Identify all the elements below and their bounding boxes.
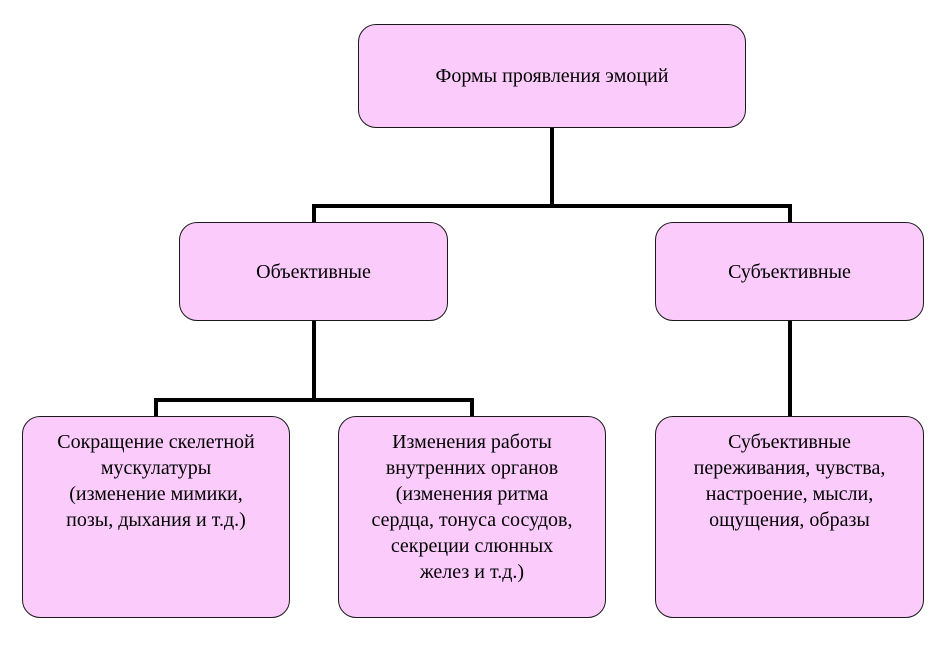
node-internal-organs-label: Изменения работы внутренних органов (изм… [371, 431, 573, 583]
node-subjective: Субъективные [655, 222, 924, 321]
node-emotion-forms-label: Формы проявления эмоций [435, 65, 669, 87]
node-objective: Объективные [179, 222, 448, 321]
node-objective-label: Объективные [256, 260, 371, 283]
node-subjective-label: Субъективные [728, 260, 851, 283]
node-muscle-contraction: Сокращение скелетной мускулатуры (измене… [22, 416, 290, 618]
node-muscle-contraction-label: Сокращение скелетной мускулатуры (измене… [57, 431, 255, 531]
node-subjective-experiences: Субъективные переживания, чувства, настр… [655, 416, 924, 618]
node-emotion-forms: Формы проявления эмоций [358, 24, 746, 128]
node-internal-organs: Изменения работы внутренних органов (изм… [338, 416, 606, 618]
node-subjective-experiences-label: Субъективные переживания, чувства, настр… [693, 431, 886, 531]
